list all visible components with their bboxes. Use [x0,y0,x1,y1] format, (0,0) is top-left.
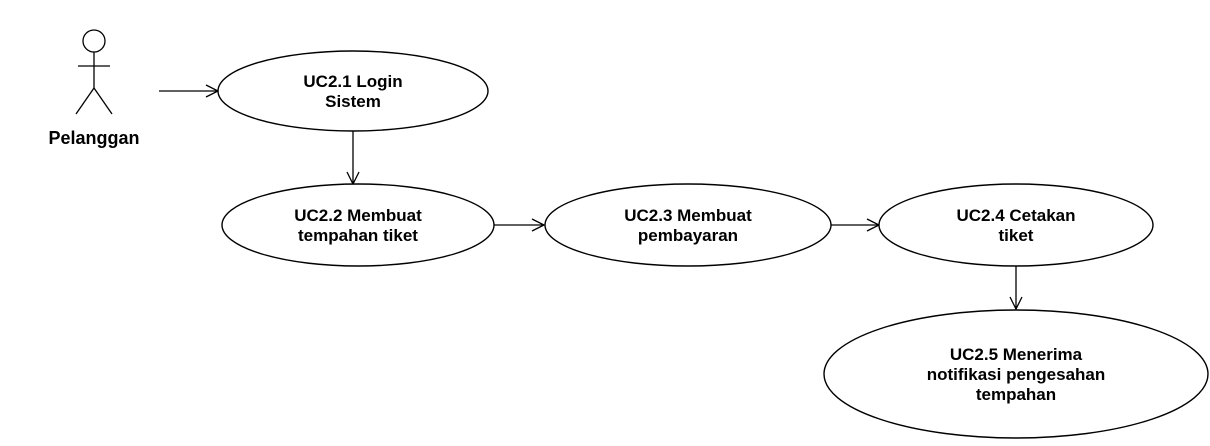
use-case-uc22[interactable]: UC2.2 Membuat tempahan tiket [221,183,495,267]
actor-head [82,29,106,53]
use-case-label: tiket [999,226,1034,245]
use-case-label: notifikasi pengesahan [927,365,1106,384]
use-case-ellipse [221,183,495,267]
use-case-label: tempahan tiket [298,226,418,245]
actor-name: Pelanggan [48,128,139,148]
use-case-uc23[interactable]: UC2.3 Membuat pembayaran [544,183,832,267]
arrowhead-icon [531,218,546,232]
use-case-label: UC2.4 Cetakan [956,206,1075,225]
actor-right-leg [93,87,113,115]
actor-left-leg [75,87,95,115]
use-case-ellipse [878,183,1154,267]
use-case-ellipse [544,183,832,267]
actor-pelanggan[interactable]: Pelanggan [48,29,140,148]
use-case-ellipse [823,309,1209,439]
use-case-label: tempahan [976,385,1056,404]
use-case-label: pembayaran [638,226,738,245]
use-case-label: UC2.2 Membuat [294,206,422,225]
use-case-label: UC2.3 Membuat [624,206,752,225]
use-case-uc25[interactable]: UC2.5 Menerima notifikasi pengesahan tem… [823,309,1209,439]
use-case-uc21[interactable]: UC2.1 Login Sistem [217,50,489,132]
use-case-label: UC2.1 Login [303,72,402,91]
use-case-label: Sistem [325,92,381,111]
use-case-uc24[interactable]: UC2.4 Cetakan tiket [878,183,1154,267]
use-case-label: UC2.5 Menerima [950,345,1083,364]
use-case-ellipse [217,50,489,132]
arrowhead-icon [1009,296,1023,311]
